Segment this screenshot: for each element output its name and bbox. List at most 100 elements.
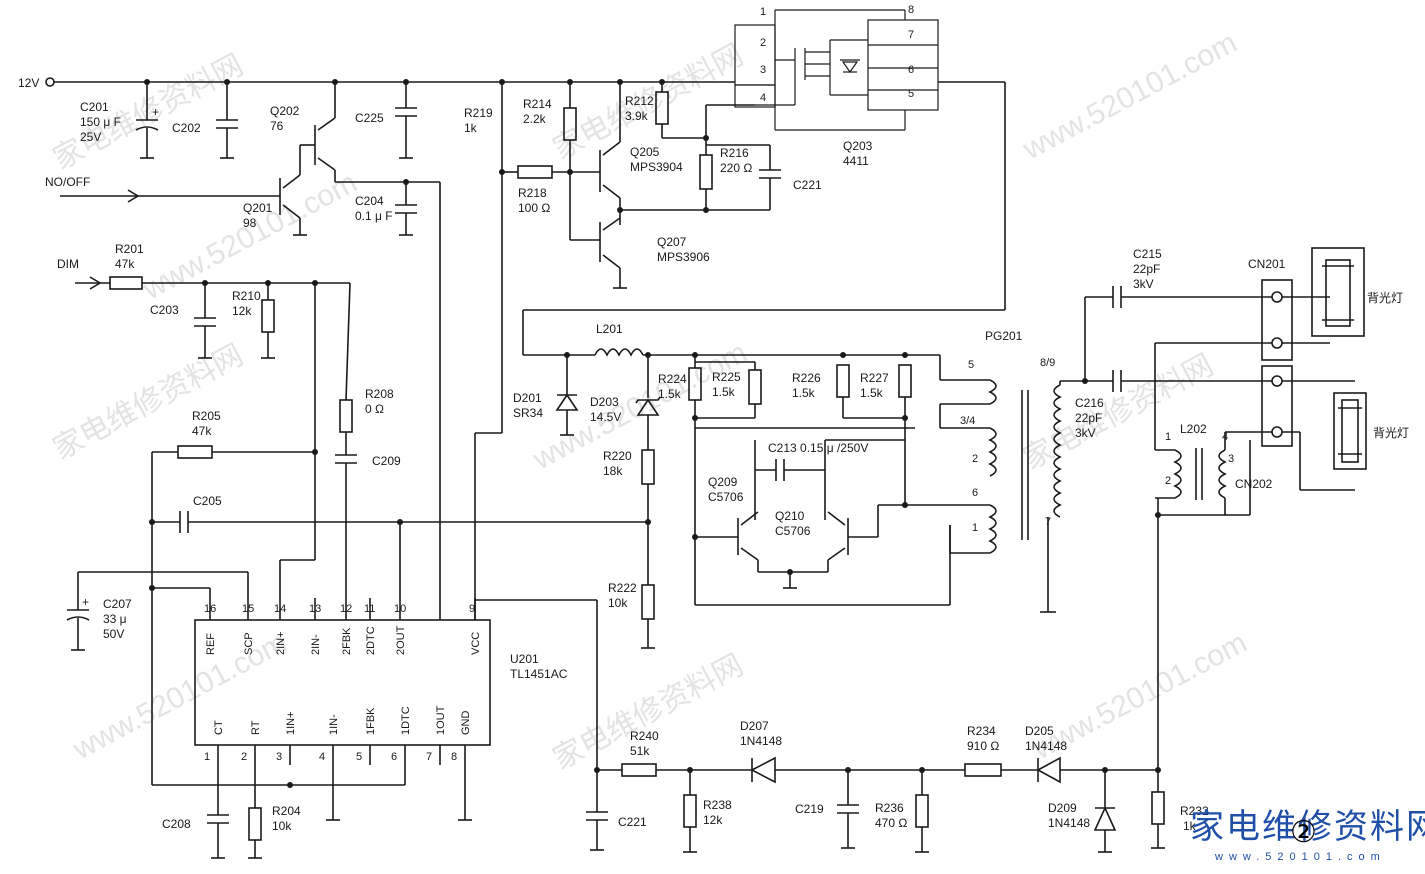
- capacitor-c208: C208: [162, 765, 229, 859]
- resistor-r205: R205 47k: [151, 409, 318, 785]
- ic-pin-name: 2IN-: [310, 634, 322, 655]
- svg-text:14.5V: 14.5V: [590, 410, 621, 424]
- resistor-r227: R227 1.5k: [860, 364, 912, 508]
- resistor-r218: R218 100 Ω: [502, 165, 600, 241]
- ic-pin-number: 9: [469, 603, 475, 615]
- resistor-r222: R222 10k: [608, 581, 655, 649]
- svg-text:R216: R216: [720, 146, 749, 160]
- svg-text:100 Ω: 100 Ω: [518, 201, 550, 215]
- svg-text:C5706: C5706: [708, 490, 744, 504]
- capacitor-c202: C202: [172, 82, 238, 159]
- svg-text:5: 5: [908, 88, 914, 100]
- svg-text:R208: R208: [365, 387, 394, 401]
- ic-pin-name: SCP: [243, 632, 255, 655]
- ic-pin-number: 4: [319, 751, 325, 763]
- capacitor-c203: C203: [150, 283, 216, 359]
- svg-text:C208: C208: [162, 817, 191, 831]
- svg-text:2: 2: [972, 453, 978, 465]
- svg-text:22pF: 22pF: [1075, 411, 1102, 425]
- resistor-r208: R208 0 Ω: [339, 387, 394, 455]
- diode-d207: D207 1N4148: [740, 719, 965, 784]
- feedback-chain: [475, 599, 622, 773]
- watermark: www.520101.com: [137, 166, 362, 307]
- svg-text:1: 1: [972, 522, 978, 534]
- pg201-pins: 5 3/4 2 6 1 8/9 7: [960, 357, 1055, 534]
- svg-text:CN202: CN202: [1235, 477, 1273, 491]
- resistor-r204: R204 10k: [248, 765, 301, 859]
- diode-d209: D209 1N4148: [1048, 770, 1117, 853]
- svg-text:家电维修资料网: 家电维修资料网: [1190, 807, 1425, 847]
- svg-text:47k: 47k: [115, 257, 135, 271]
- diode-d201: D201 SR34: [513, 355, 579, 436]
- transistor-q201: NO/OFF Q201 98: [45, 174, 307, 236]
- svg-text:51k: 51k: [630, 744, 650, 758]
- svg-text:0 Ω: 0 Ω: [365, 402, 384, 416]
- svg-text:3kV: 3kV: [1133, 277, 1154, 291]
- svg-text:R205: R205: [192, 409, 221, 423]
- ic-pin-name: 1OUT: [435, 705, 447, 735]
- svg-text:R238: R238: [703, 798, 732, 812]
- svg-text:R201: R201: [115, 242, 144, 256]
- svg-text:1N4148: 1N4148: [740, 734, 782, 748]
- svg-text:1k: 1k: [464, 121, 478, 135]
- svg-text:R224: R224: [658, 372, 687, 386]
- svg-text:12k: 12k: [232, 304, 252, 318]
- svg-text:0.1 μ F: 0.1 μ F: [355, 209, 393, 223]
- watermark: www.520101.com: [1017, 26, 1242, 167]
- resistor-r212: R212 3.9k: [625, 82, 706, 139]
- ic-u201-pins: 16REF15SCP142IN+132IN-122FBK112DTC102OUT…: [204, 598, 482, 765]
- svg-text:6: 6: [908, 64, 914, 76]
- svg-text:R225: R225: [712, 370, 741, 384]
- ic-pin-number: 2: [241, 751, 247, 763]
- svg-text:4411: 4411: [843, 154, 869, 168]
- svg-text:22pF: 22pF: [1133, 262, 1160, 276]
- svg-text:C216: C216: [1075, 396, 1104, 410]
- svg-text:1k: 1k: [1183, 819, 1197, 833]
- svg-text:8: 8: [908, 4, 914, 16]
- svg-text:220 Ω: 220 Ω: [720, 161, 752, 175]
- svg-text:6: 6: [972, 487, 978, 499]
- svg-text:10k: 10k: [272, 819, 292, 833]
- svg-text:D207: D207: [740, 719, 769, 733]
- svg-text:1: 1: [1165, 431, 1171, 443]
- figure-number-badge: ②: [1290, 815, 1317, 850]
- svg-text:NO/OFF: NO/OFF: [45, 175, 90, 189]
- svg-text:18k: 18k: [603, 464, 623, 478]
- svg-text:1.5k: 1.5k: [792, 386, 816, 400]
- svg-text:MPS3904: MPS3904: [630, 160, 683, 174]
- inductor-l202: L202 1 2 4 3: [1155, 422, 1272, 516]
- svg-text:25V: 25V: [80, 130, 101, 144]
- svg-text:C209: C209: [372, 454, 401, 468]
- ic-pin-name: GND: [460, 711, 472, 736]
- power-rail-12v: 12V: [18, 76, 735, 90]
- ic-pin-name: 1IN-: [328, 714, 340, 735]
- svg-text:D205: D205: [1025, 724, 1054, 738]
- ic-pin-name: 2IN+: [275, 631, 287, 655]
- svg-text:98: 98: [243, 216, 257, 230]
- svg-text:Q203: Q203: [843, 139, 873, 153]
- capacitor-c209: C209: [335, 454, 401, 598]
- dim-input: DIM R201 47k: [57, 242, 350, 290]
- svg-text:Q202: Q202: [270, 104, 300, 118]
- ic-pin-number: 1: [204, 751, 210, 763]
- svg-text:C205: C205: [193, 494, 222, 508]
- svg-text:Q209: Q209: [708, 475, 738, 489]
- svg-text:1N4148: 1N4148: [1048, 816, 1090, 830]
- ic-pin-name: RT: [250, 720, 262, 735]
- ic-pin-number: 3: [276, 751, 282, 763]
- zener-d203: D203 14.5V: [590, 355, 661, 450]
- svg-text:D203: D203: [590, 395, 619, 409]
- ic-pin-name: REF: [205, 633, 217, 655]
- transistor-q210: Q210 C5706: [775, 504, 905, 572]
- resistor-r226: R226 1.5k: [792, 364, 905, 419]
- svg-text:C215: C215: [1133, 247, 1162, 261]
- svg-text:76: 76: [270, 119, 284, 133]
- svg-text:3kV: 3kV: [1075, 426, 1096, 440]
- capacitor-c221-top: C221: [706, 144, 822, 210]
- mosfet-q203: Q203 4411: [734, 9, 939, 168]
- svg-text:C201: C201: [80, 100, 109, 114]
- resistor-r238: R238 12k: [683, 770, 732, 853]
- svg-text:R220: R220: [603, 449, 632, 463]
- svg-text:2: 2: [1165, 475, 1171, 487]
